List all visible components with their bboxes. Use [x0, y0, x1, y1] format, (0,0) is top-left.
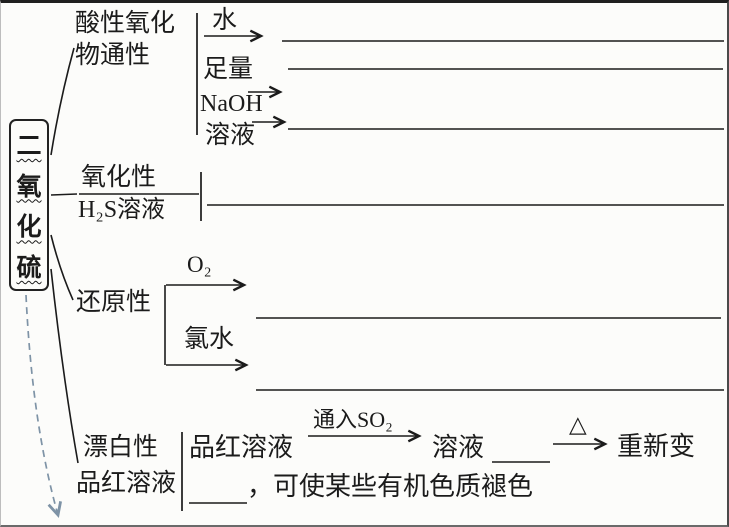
root-node-sulfur-dioxide: 二 氧 化 硫 — [9, 119, 49, 291]
solution-word-label: 溶液 — [432, 433, 485, 462]
chlorine-water-label: 氯水 — [184, 326, 235, 353]
naoh-solution-label: 溶液 — [205, 122, 256, 149]
root-char: 硫 — [16, 255, 42, 283]
h2s-solution-label: H₂S溶液 — [78, 197, 166, 223]
oxidizing-label: 氧化性 — [81, 164, 157, 191]
pass-so2-label: 通入SO₂ — [313, 407, 393, 432]
reducing-label: 还原性 — [76, 289, 152, 316]
o2-label: O₂ — [187, 252, 212, 277]
acidic-label-line2: 物通性 — [75, 42, 151, 69]
root-char: 化 — [16, 214, 42, 242]
connector-acidic — [50, 47, 75, 156]
fuchsin-solution-label: 品红溶液 — [189, 433, 294, 462]
root-char: 二 — [16, 132, 42, 160]
bleaching-label-line1: 漂白性 — [83, 434, 159, 461]
naoh-formula-label: NaOH — [200, 91, 263, 117]
root-char: 氧 — [16, 173, 42, 201]
dashed-continuation-arrow — [25, 294, 58, 515]
connector-oxidizing — [50, 193, 78, 196]
restore-label: 重新变 — [617, 432, 696, 461]
acidic-label-line1: 酸性氧化 — [75, 10, 176, 37]
naoh-amount-label: 足量 — [203, 56, 254, 83]
diagram-lines-layer — [25, 13, 724, 527]
connector-reducing — [50, 234, 74, 301]
connector-bleaching — [50, 268, 79, 464]
bleach-note-text: ，可使某些有机色质褪色 — [247, 472, 534, 501]
bleaching-label-line2: 品红溶液 — [76, 470, 177, 497]
water-label: 水 — [212, 7, 238, 34]
delta-heat-symbol: △ — [569, 412, 587, 437]
